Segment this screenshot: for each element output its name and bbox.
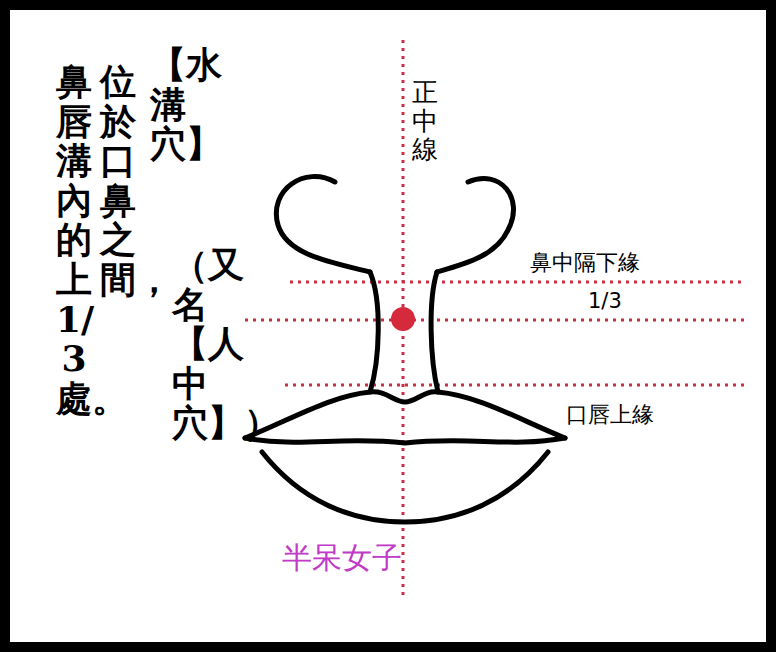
mouth-line <box>245 438 565 443</box>
acupoint-dot <box>391 307 415 331</box>
septum-guide <box>290 281 746 284</box>
philtrum-right <box>431 272 438 392</box>
midline-label: 正中線 <box>412 78 438 164</box>
acupoint-title: 【水溝穴】 <box>150 45 186 164</box>
lip-guide <box>285 384 746 387</box>
right-nostril <box>437 178 513 272</box>
ratio-label: 1/3 <box>586 290 624 313</box>
left-nostril <box>276 177 370 272</box>
location-note: 鼻唇溝內的上1/3處。 <box>56 62 92 418</box>
lower-lip <box>262 452 548 522</box>
upper-lip <box>245 392 565 438</box>
lip-label: 口唇上緣 <box>566 400 654 430</box>
alias-title: （又名【人中穴】） <box>172 245 208 443</box>
philtrum-left <box>370 272 378 392</box>
location-note: 位於口鼻之間， <box>100 62 136 300</box>
septum-label: 鼻中隔下緣 <box>530 248 640 278</box>
watermark: 半呆女子 <box>282 538 402 579</box>
third-guide <box>245 319 746 322</box>
